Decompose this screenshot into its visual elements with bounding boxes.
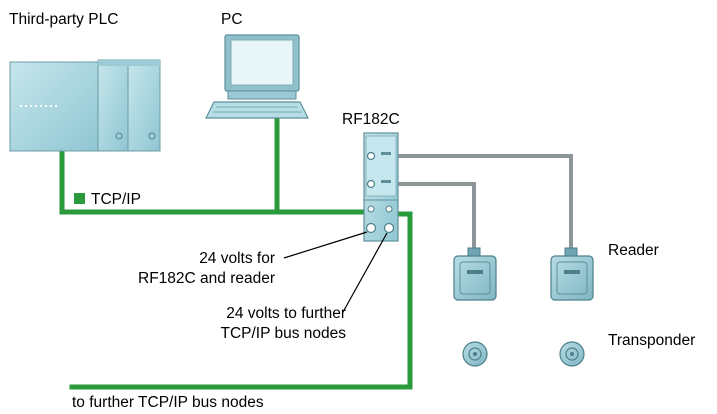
reader-cables [376, 154, 573, 250]
tcpip-legend-swatch [74, 193, 85, 204]
transponder-label: Transponder [608, 332, 695, 349]
plc-device [9, 59, 161, 152]
power1-label-line1: 24 volts for [199, 250, 275, 267]
pc-device [205, 34, 309, 119]
rf182c-label: RF182C [342, 111, 400, 128]
power2-label-line1: 24 volts to further [226, 305, 346, 322]
further-nodes-line [69, 211, 413, 390]
power2-label-line2: TCP/IP bus nodes [220, 325, 346, 342]
plc-label: Third-party PLC [9, 11, 118, 28]
network-lines [59, 114, 413, 390]
rf182c-module [363, 132, 399, 242]
reader-device-1 [453, 247, 497, 301]
reader-label: Reader [608, 242, 659, 259]
transponder-1 [462, 341, 488, 367]
tcpip-label: TCP/IP [91, 191, 141, 208]
pc-label: PC [221, 11, 243, 28]
further-nodes-label: to further TCP/IP bus nodes [72, 394, 264, 411]
reader-cable-2 [376, 154, 573, 250]
reader-cable-1 [376, 182, 476, 250]
transponder-2 [559, 341, 585, 367]
reader-device-2 [550, 247, 594, 301]
plc-network-line [59, 149, 365, 215]
power1-label-line2: RF182C and reader [138, 270, 275, 287]
callout-lines [283, 231, 388, 313]
